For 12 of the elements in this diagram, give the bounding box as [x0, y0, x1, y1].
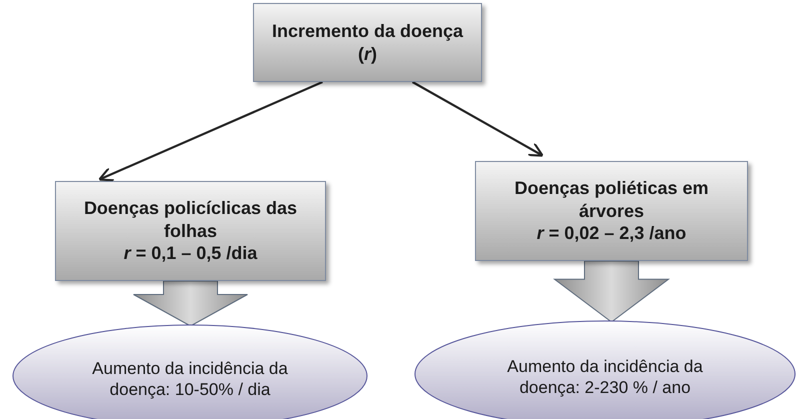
- node-text: r = 0,1 – 0,5 /dia: [124, 242, 258, 265]
- block-arrow: [133, 280, 248, 327]
- node-text: Aumento da incidência da doença: 10-50% / dia: [91, 358, 289, 400]
- node-text: r = 0,02 – 2,3 /ano: [536, 222, 686, 245]
- process-box: [475, 161, 748, 261]
- arrow: [412, 81, 544, 157]
- process-box: [253, 3, 482, 82]
- process-box: [55, 181, 326, 281]
- arrow: [98, 81, 323, 182]
- node-text: Incremento da doença (r): [270, 20, 464, 65]
- block-arrow: [553, 260, 670, 323]
- node-text: Aumento da incidência da doença: 2-230 % / ano: [506, 356, 704, 398]
